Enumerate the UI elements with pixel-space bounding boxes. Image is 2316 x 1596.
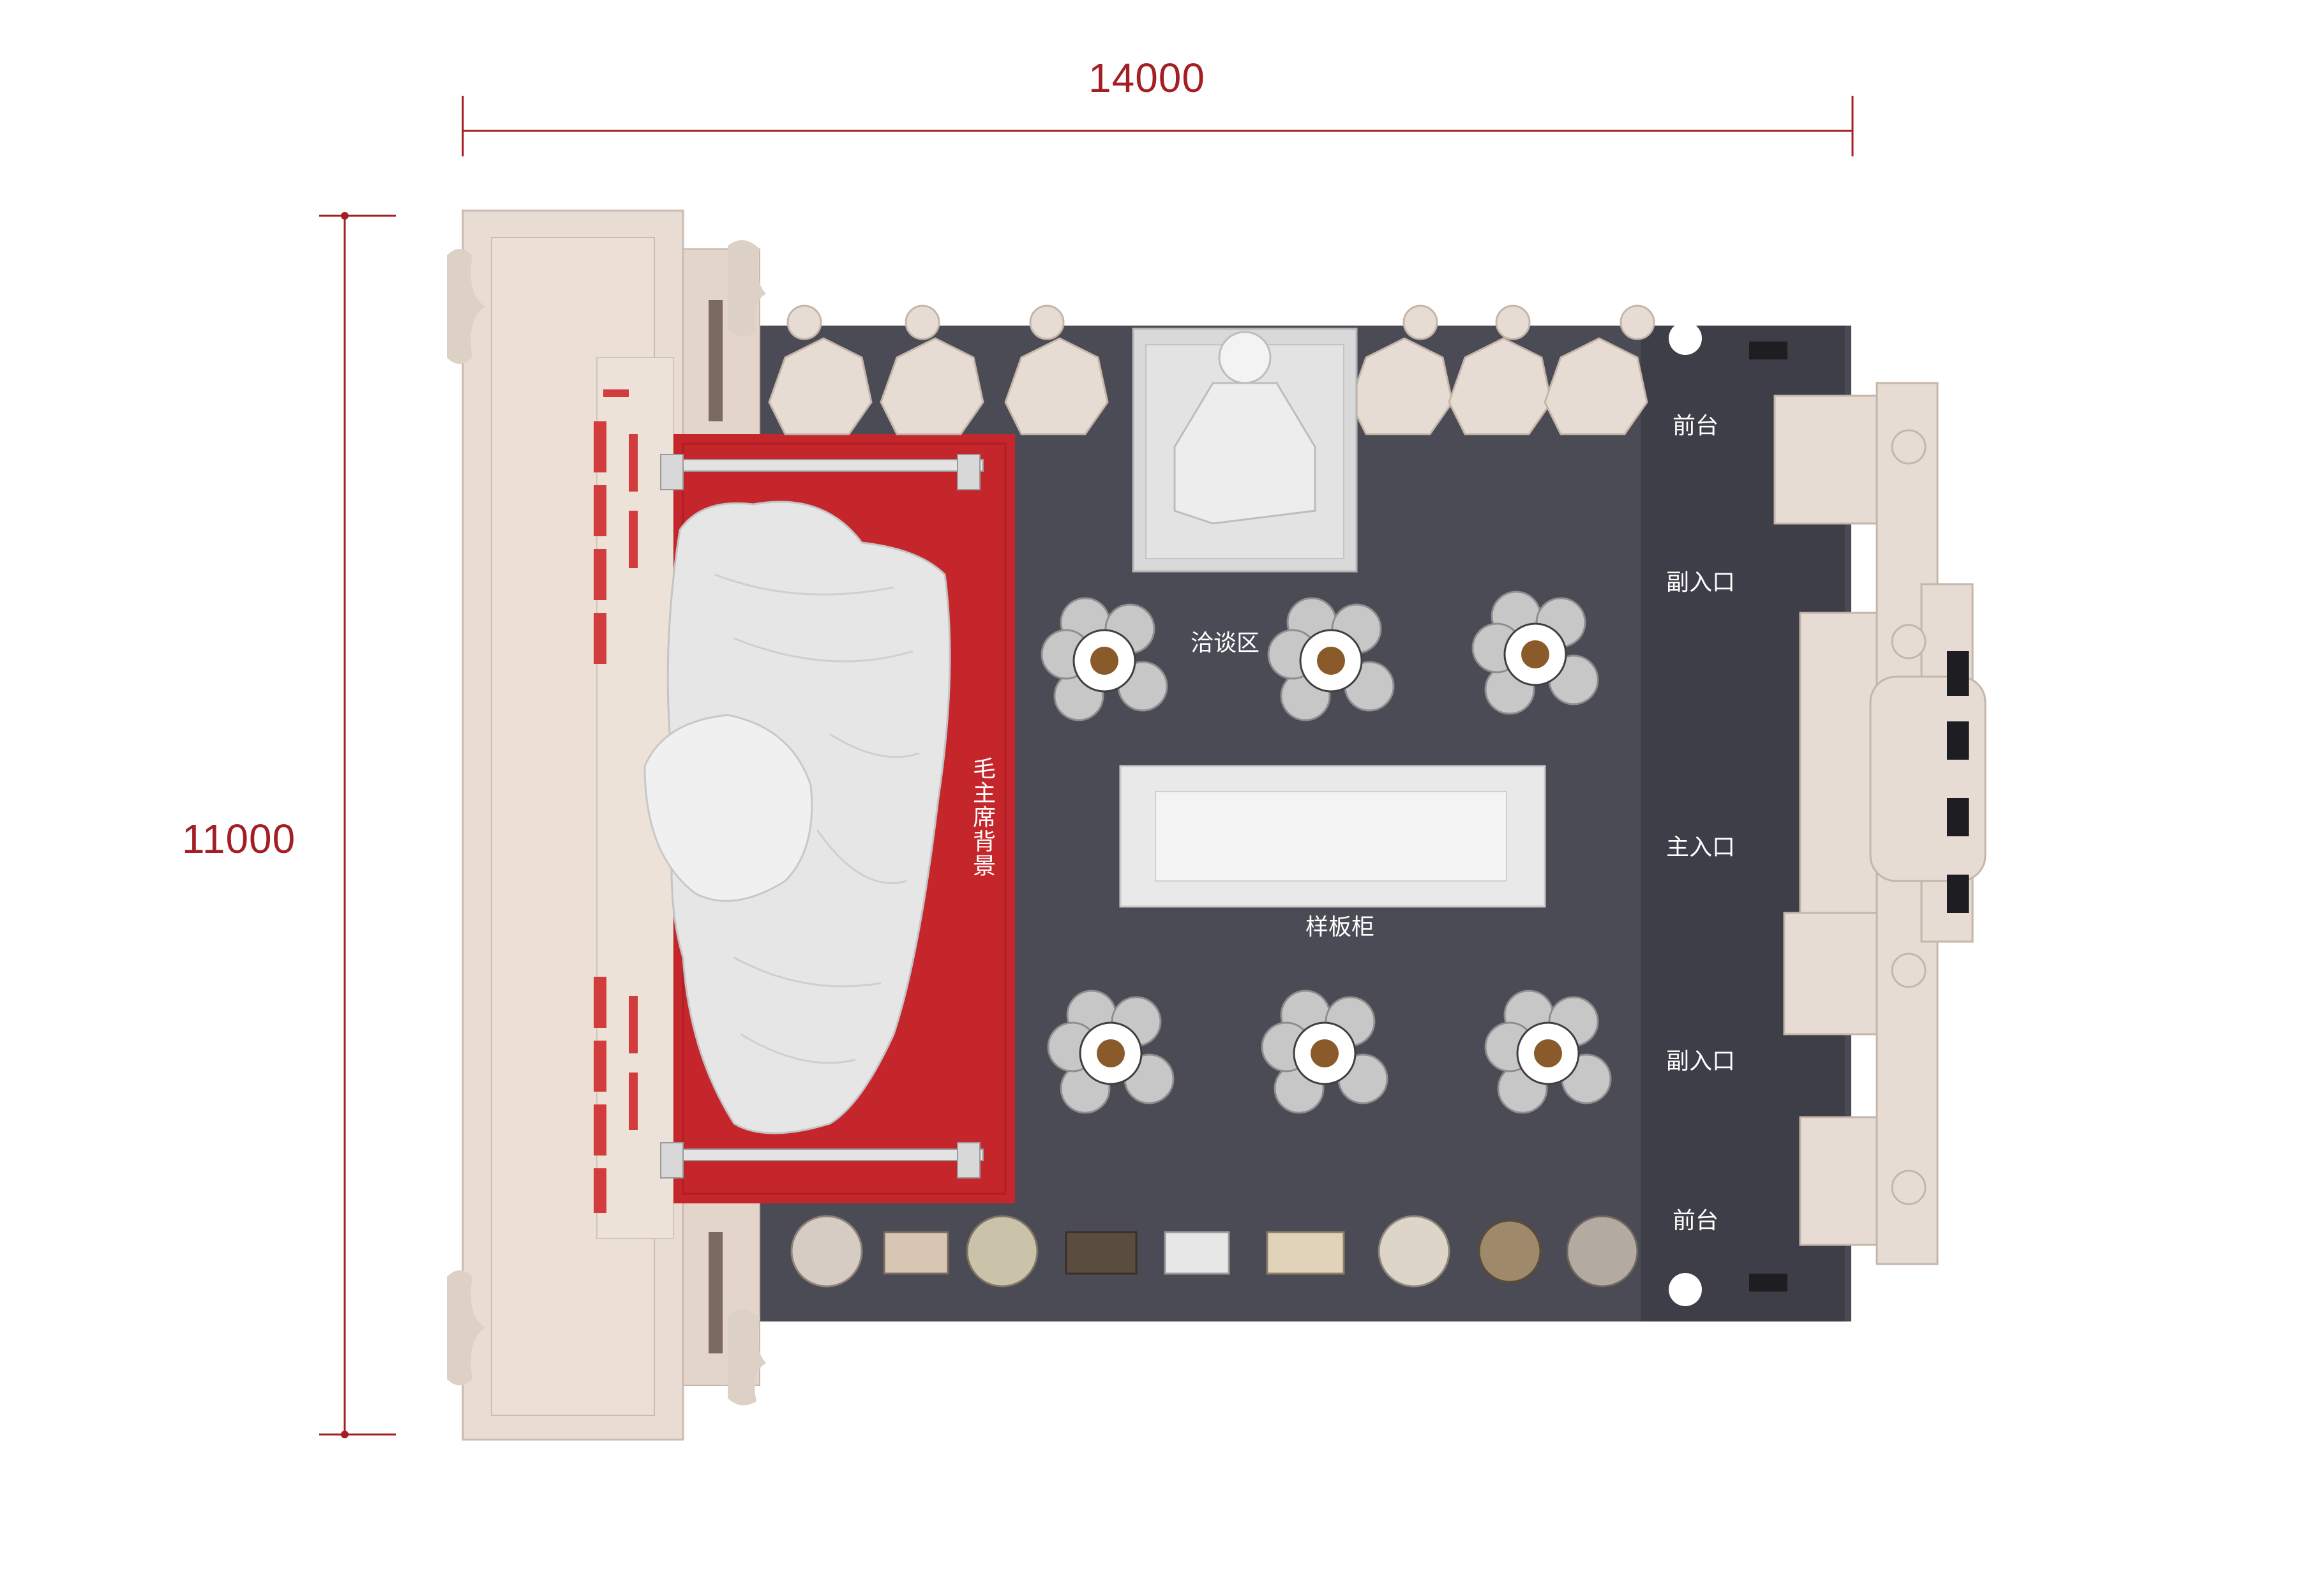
main-entrance-label: 主入口 xyxy=(1666,834,1736,861)
height-dimension-line xyxy=(319,215,396,1436)
bottom-right-prop xyxy=(1749,1274,1787,1291)
side-entrance-top-label: 副入口 xyxy=(1666,569,1736,596)
negotiation-tables-top xyxy=(1041,591,1599,721)
rock-sculpture xyxy=(643,501,951,1134)
front-desk-top-label: 前台 xyxy=(1673,413,1719,439)
sample-cabinet-label: 样板柜 xyxy=(1305,914,1375,940)
top-right-light xyxy=(1669,322,1702,355)
background-wall-label: 毛主席背景 xyxy=(969,757,995,878)
negotiation-tables-bottom xyxy=(1047,990,1612,1114)
front-desk-bottom-label: 前台 xyxy=(1673,1208,1719,1234)
height-dim-dot-top xyxy=(341,212,349,220)
top-sculptures xyxy=(768,305,1655,435)
bottom-right-light xyxy=(1669,1273,1702,1306)
side-entrance-bottom-label: 副入口 xyxy=(1666,1048,1736,1074)
right-entrance-structure xyxy=(1773,382,1987,1265)
bottom-sample-items xyxy=(790,1215,1639,1288)
width-dimension-line xyxy=(462,96,1854,156)
negotiation-area-label: 洽谈区 xyxy=(1191,630,1260,656)
width-dimension-label: 14000 xyxy=(1088,55,1205,101)
sample-cabinet-table xyxy=(1119,765,1546,908)
height-dim-dot-bottom xyxy=(341,1431,349,1438)
central-pagoda-display xyxy=(1132,327,1358,573)
entrance-black-props xyxy=(1947,651,1969,913)
top-right-prop xyxy=(1749,342,1787,359)
left-wall xyxy=(447,209,766,1441)
height-dimension-label: 11000 xyxy=(182,816,296,862)
